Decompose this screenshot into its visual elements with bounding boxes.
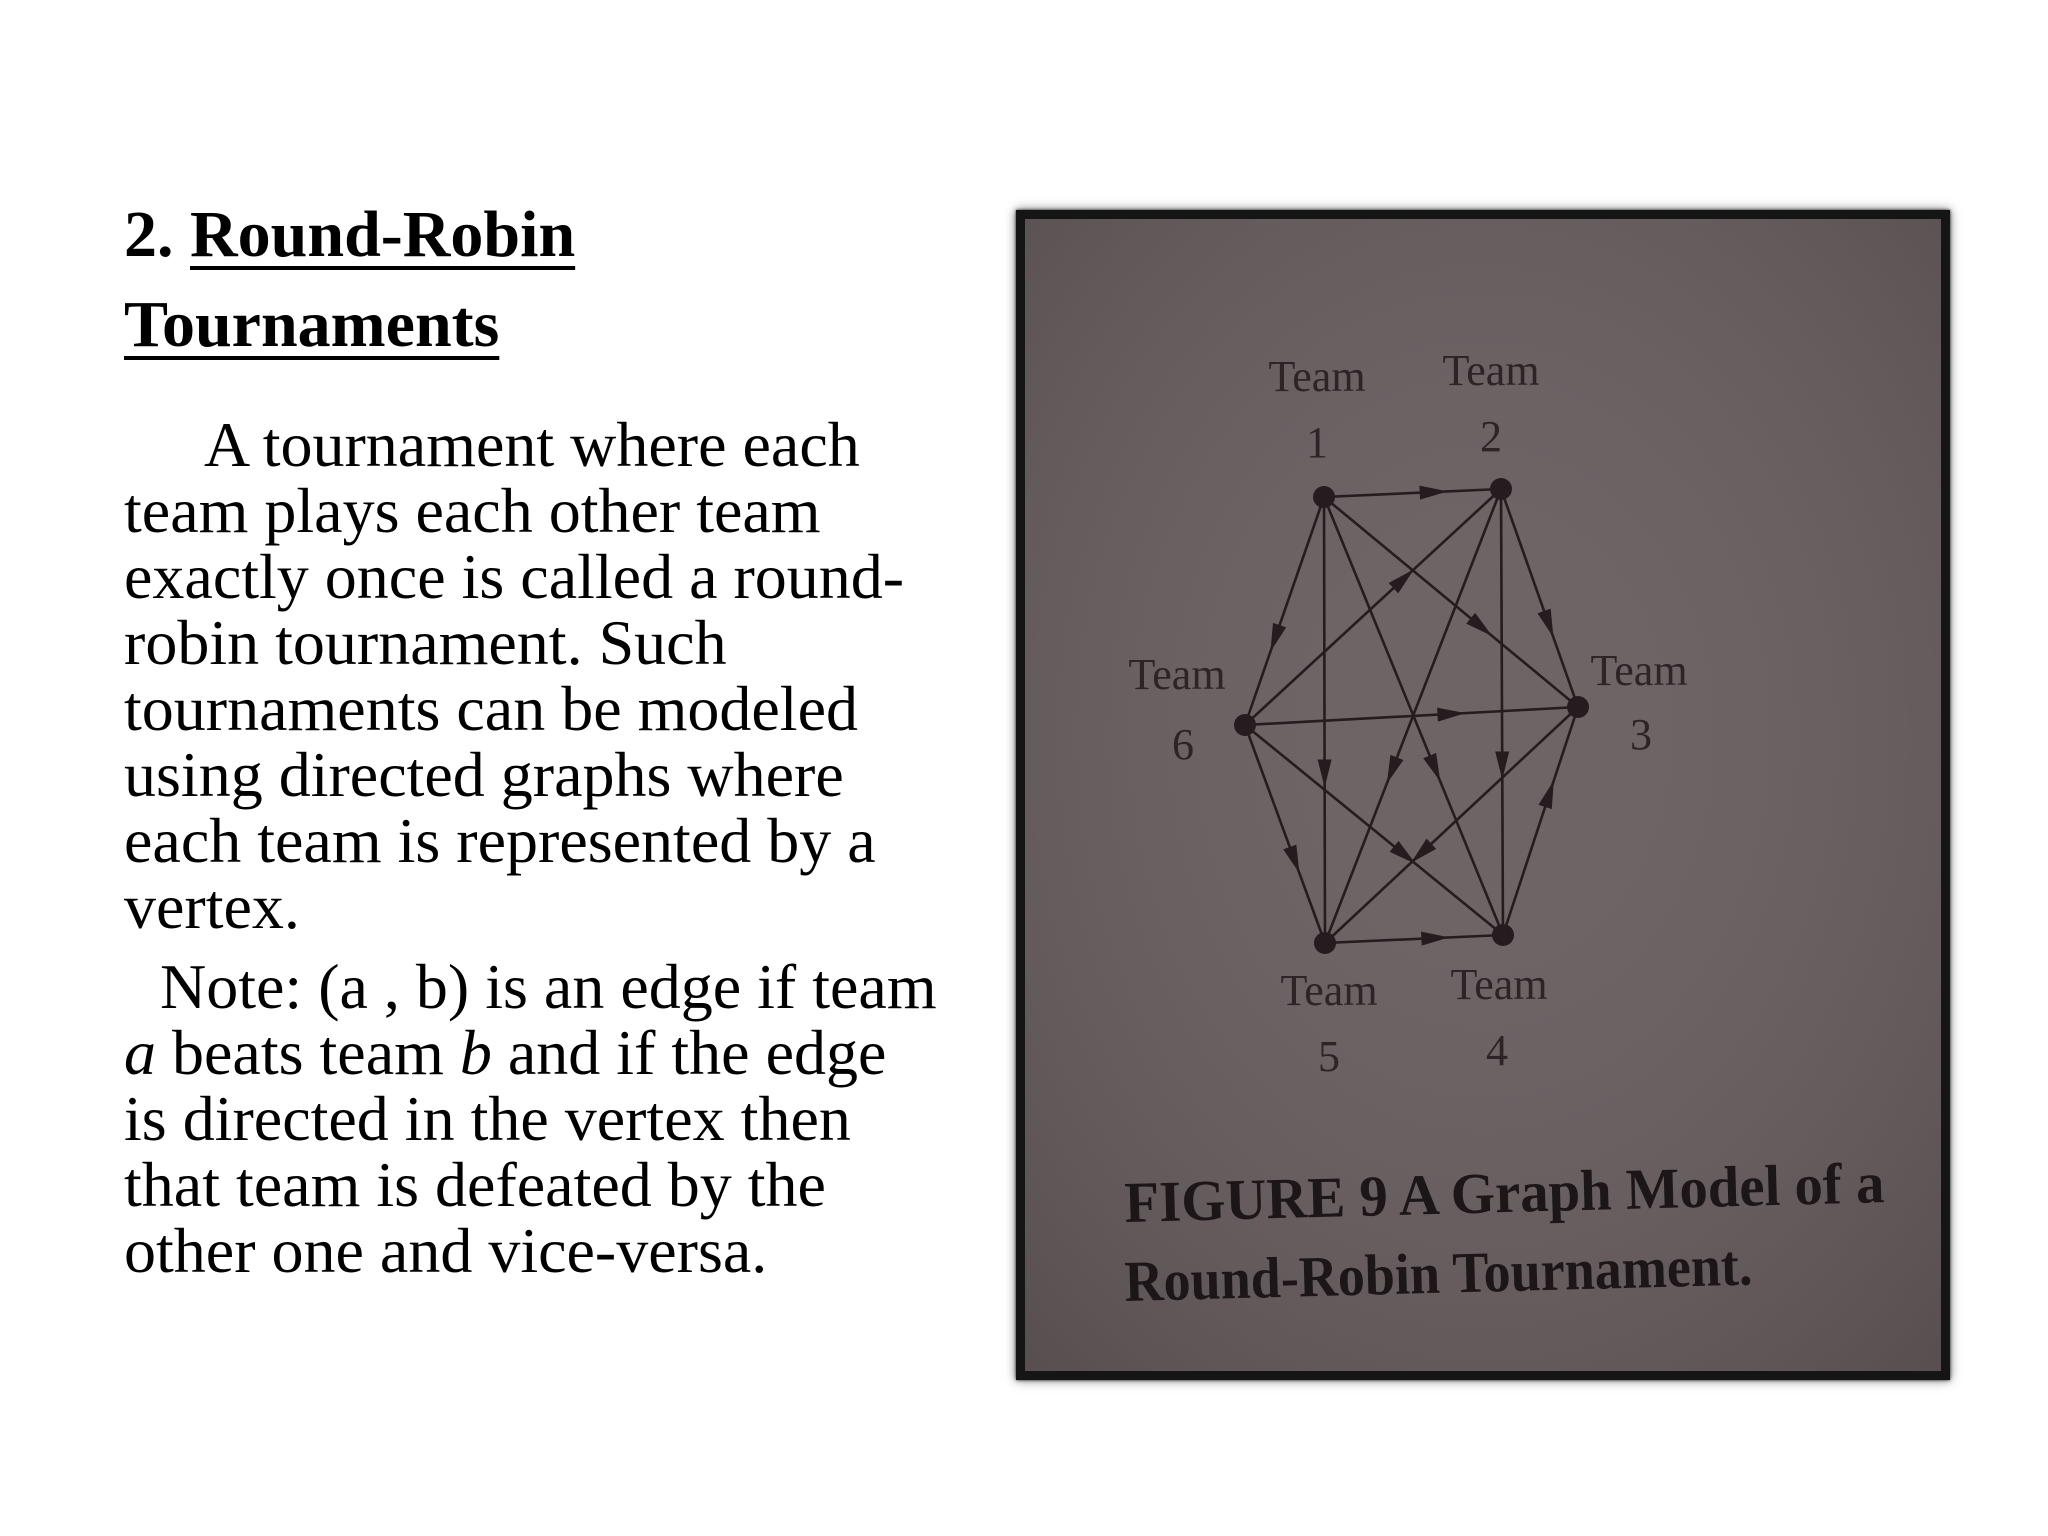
vertex-team-2 <box>1490 478 1512 500</box>
vertex-label-team-1: Team <box>1268 352 1365 401</box>
note-text: and if the edge <box>491 1017 887 1088</box>
arrowhead-1-to-6 <box>1270 622 1287 652</box>
vertex-number-team-2: 2 <box>1480 412 1502 461</box>
title-line-2: Tournaments <box>124 288 500 361</box>
note-text: beats team <box>156 1017 460 1088</box>
arrowhead-3-to-5 <box>1410 838 1437 863</box>
vertex-number-team-5: 5 <box>1318 1032 1340 1081</box>
vertex-number-team-6: 6 <box>1172 720 1194 769</box>
definition-paragraph: A tournament where each team plays each … <box>124 412 1004 940</box>
vertex-label-team-2: Team <box>1442 346 1539 395</box>
definition-line: vertex. <box>124 871 300 942</box>
arrowhead-6-to-4 <box>1389 840 1416 865</box>
edge-1-to-3 <box>1323 495 1579 709</box>
arrowhead-2-to-5 <box>1386 754 1404 784</box>
definition-line: each team is represented by a <box>124 805 876 876</box>
definition-line: robin tournament. Such <box>124 607 727 678</box>
edge-1-to-6 <box>1243 496 1326 726</box>
definition-line: team plays each other team <box>124 475 821 546</box>
arrowhead-6-to-3 <box>1437 707 1466 722</box>
note-paragraph: Note: (a , b) is an edge if team a beats… <box>124 954 1004 1284</box>
vertex-team-4 <box>1492 924 1514 946</box>
vertex-team-3 <box>1567 696 1589 718</box>
slide-title: 2. Round-Robin Tournaments <box>124 190 884 370</box>
edge-6-to-4 <box>1244 723 1504 937</box>
note-line: Note: (a , b) is an edge if team <box>160 951 937 1022</box>
variable-a: a <box>124 1017 156 1088</box>
edge-1-to-2 <box>1323 487 1502 499</box>
vertex-number-team-3: 3 <box>1630 710 1652 759</box>
edge-6-to-2 <box>1244 488 1502 726</box>
arrowhead-6-to-2 <box>1388 569 1415 594</box>
edge-2-to-3 <box>1499 488 1580 708</box>
vertex-label-team-3: Team <box>1590 646 1687 695</box>
arrowhead-4-to-3 <box>1538 780 1554 810</box>
arrowhead-6-to-5 <box>1283 844 1300 874</box>
arrowhead-1-to-5 <box>1317 759 1332 788</box>
arrowhead-1-to-3 <box>1466 612 1493 637</box>
arrowhead-2-to-4 <box>1495 751 1510 780</box>
vertex-label-team-6: Team <box>1128 650 1225 699</box>
definition-line: exactly once is called a round- <box>124 541 905 612</box>
title-number: 2. <box>124 198 174 271</box>
edge-6-to-3 <box>1244 705 1579 727</box>
arrowhead-5-to-4 <box>1421 931 1450 946</box>
variable-b: b <box>459 1017 492 1088</box>
edge-6-to-5 <box>1243 724 1327 944</box>
edge-3-to-5 <box>1324 706 1579 944</box>
vertex-label-team-4: Team <box>1450 960 1547 1009</box>
vertex-team-1 <box>1313 486 1335 508</box>
edge-5-to-4 <box>1324 933 1504 945</box>
arrowhead-1-to-2 <box>1419 485 1448 500</box>
arrowhead-1-to-4 <box>1423 752 1441 782</box>
definition-line: tournaments can be modeled <box>124 673 858 744</box>
arrowhead-2-to-3 <box>1537 608 1554 638</box>
edge-layer <box>1243 485 1580 946</box>
vertex-team-6 <box>1234 714 1256 736</box>
edge-4-to-3 <box>1501 706 1580 936</box>
vertex-label-team-5: Team <box>1280 966 1377 1015</box>
vertex-number-team-4: 4 <box>1486 1026 1508 1075</box>
vertex-number-team-1: 1 <box>1306 418 1328 467</box>
note-line: other one and vice-versa. <box>124 1215 768 1286</box>
title-line-1: Round-Robin <box>190 198 576 271</box>
note-line: that team is defeated by the <box>124 1149 826 1220</box>
note-line: a beats team b and if the edge <box>124 1020 1004 1086</box>
body-text: A tournament where each team plays each … <box>124 412 1004 1284</box>
definition-line: A tournament where each <box>204 409 860 480</box>
definition-line: using directed graphs where <box>124 739 844 810</box>
vertex-team-5 <box>1314 932 1336 954</box>
note-line: is directed in the vertex then <box>124 1083 851 1154</box>
vertex-layer <box>1234 478 1589 954</box>
